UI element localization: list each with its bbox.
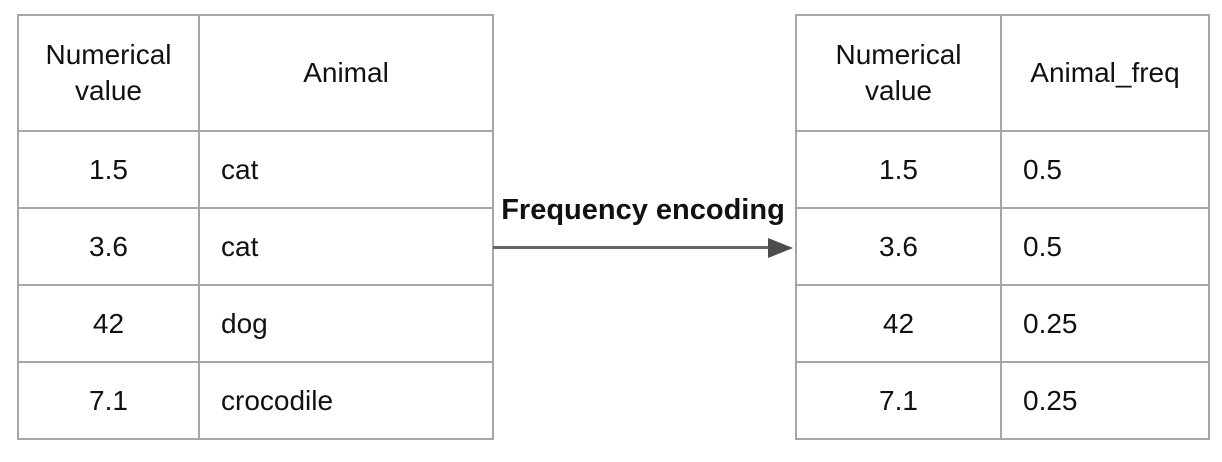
- numerical-value-cell: 1.5: [17, 130, 200, 209]
- numerical-value-cell: 3.6: [17, 207, 200, 286]
- encoded-data-table: Numerical value Animal_freq 1.5 0.5 3.6 …: [795, 14, 1210, 440]
- column-header-numerical-value: Numerical value: [17, 14, 200, 132]
- original-data-table: Numerical value Animal 1.5 cat 3.6 cat 4…: [17, 14, 494, 440]
- table-row: 1.5 0.5: [795, 130, 1210, 209]
- animal-cell: cat: [198, 130, 494, 209]
- animal-cell: crocodile: [198, 361, 494, 440]
- animal-freq-cell: 0.25: [1000, 284, 1210, 363]
- animal-cell: cat: [198, 207, 494, 286]
- table-row: 7.1 crocodile: [17, 361, 494, 440]
- numerical-value-cell: 7.1: [17, 361, 200, 440]
- animal-freq-cell: 0.5: [1000, 130, 1210, 209]
- numerical-value-cell: 7.1: [795, 361, 1002, 440]
- table-row: 3.6 0.5: [795, 207, 1210, 286]
- column-header-animal-freq: Animal_freq: [1000, 14, 1210, 132]
- arrow-label: Frequency encoding: [501, 194, 785, 226]
- table-header-row: Numerical value Animal: [17, 14, 494, 132]
- table-header-row: Numerical value Animal_freq: [795, 14, 1210, 132]
- column-header-numerical-value: Numerical value: [795, 14, 1002, 132]
- table-row: 42 0.25: [795, 284, 1210, 363]
- column-header-animal: Animal: [198, 14, 494, 132]
- table-row: 3.6 cat: [17, 207, 494, 286]
- arrow-head-icon: [768, 238, 793, 258]
- numerical-value-cell: 42: [17, 284, 200, 363]
- numerical-value-cell: 42: [795, 284, 1002, 363]
- animal-freq-cell: 0.5: [1000, 207, 1210, 286]
- animal-cell: dog: [198, 284, 494, 363]
- animal-freq-cell: 0.25: [1000, 361, 1210, 440]
- table-row: 42 dog: [17, 284, 494, 363]
- numerical-value-cell: 1.5: [795, 130, 1002, 209]
- transformation-arrow-group: Frequency encoding: [493, 0, 793, 462]
- numerical-value-cell: 3.6: [795, 207, 1002, 286]
- arrow-line: [493, 246, 771, 249]
- table-row: 7.1 0.25: [795, 361, 1210, 440]
- table-row: 1.5 cat: [17, 130, 494, 209]
